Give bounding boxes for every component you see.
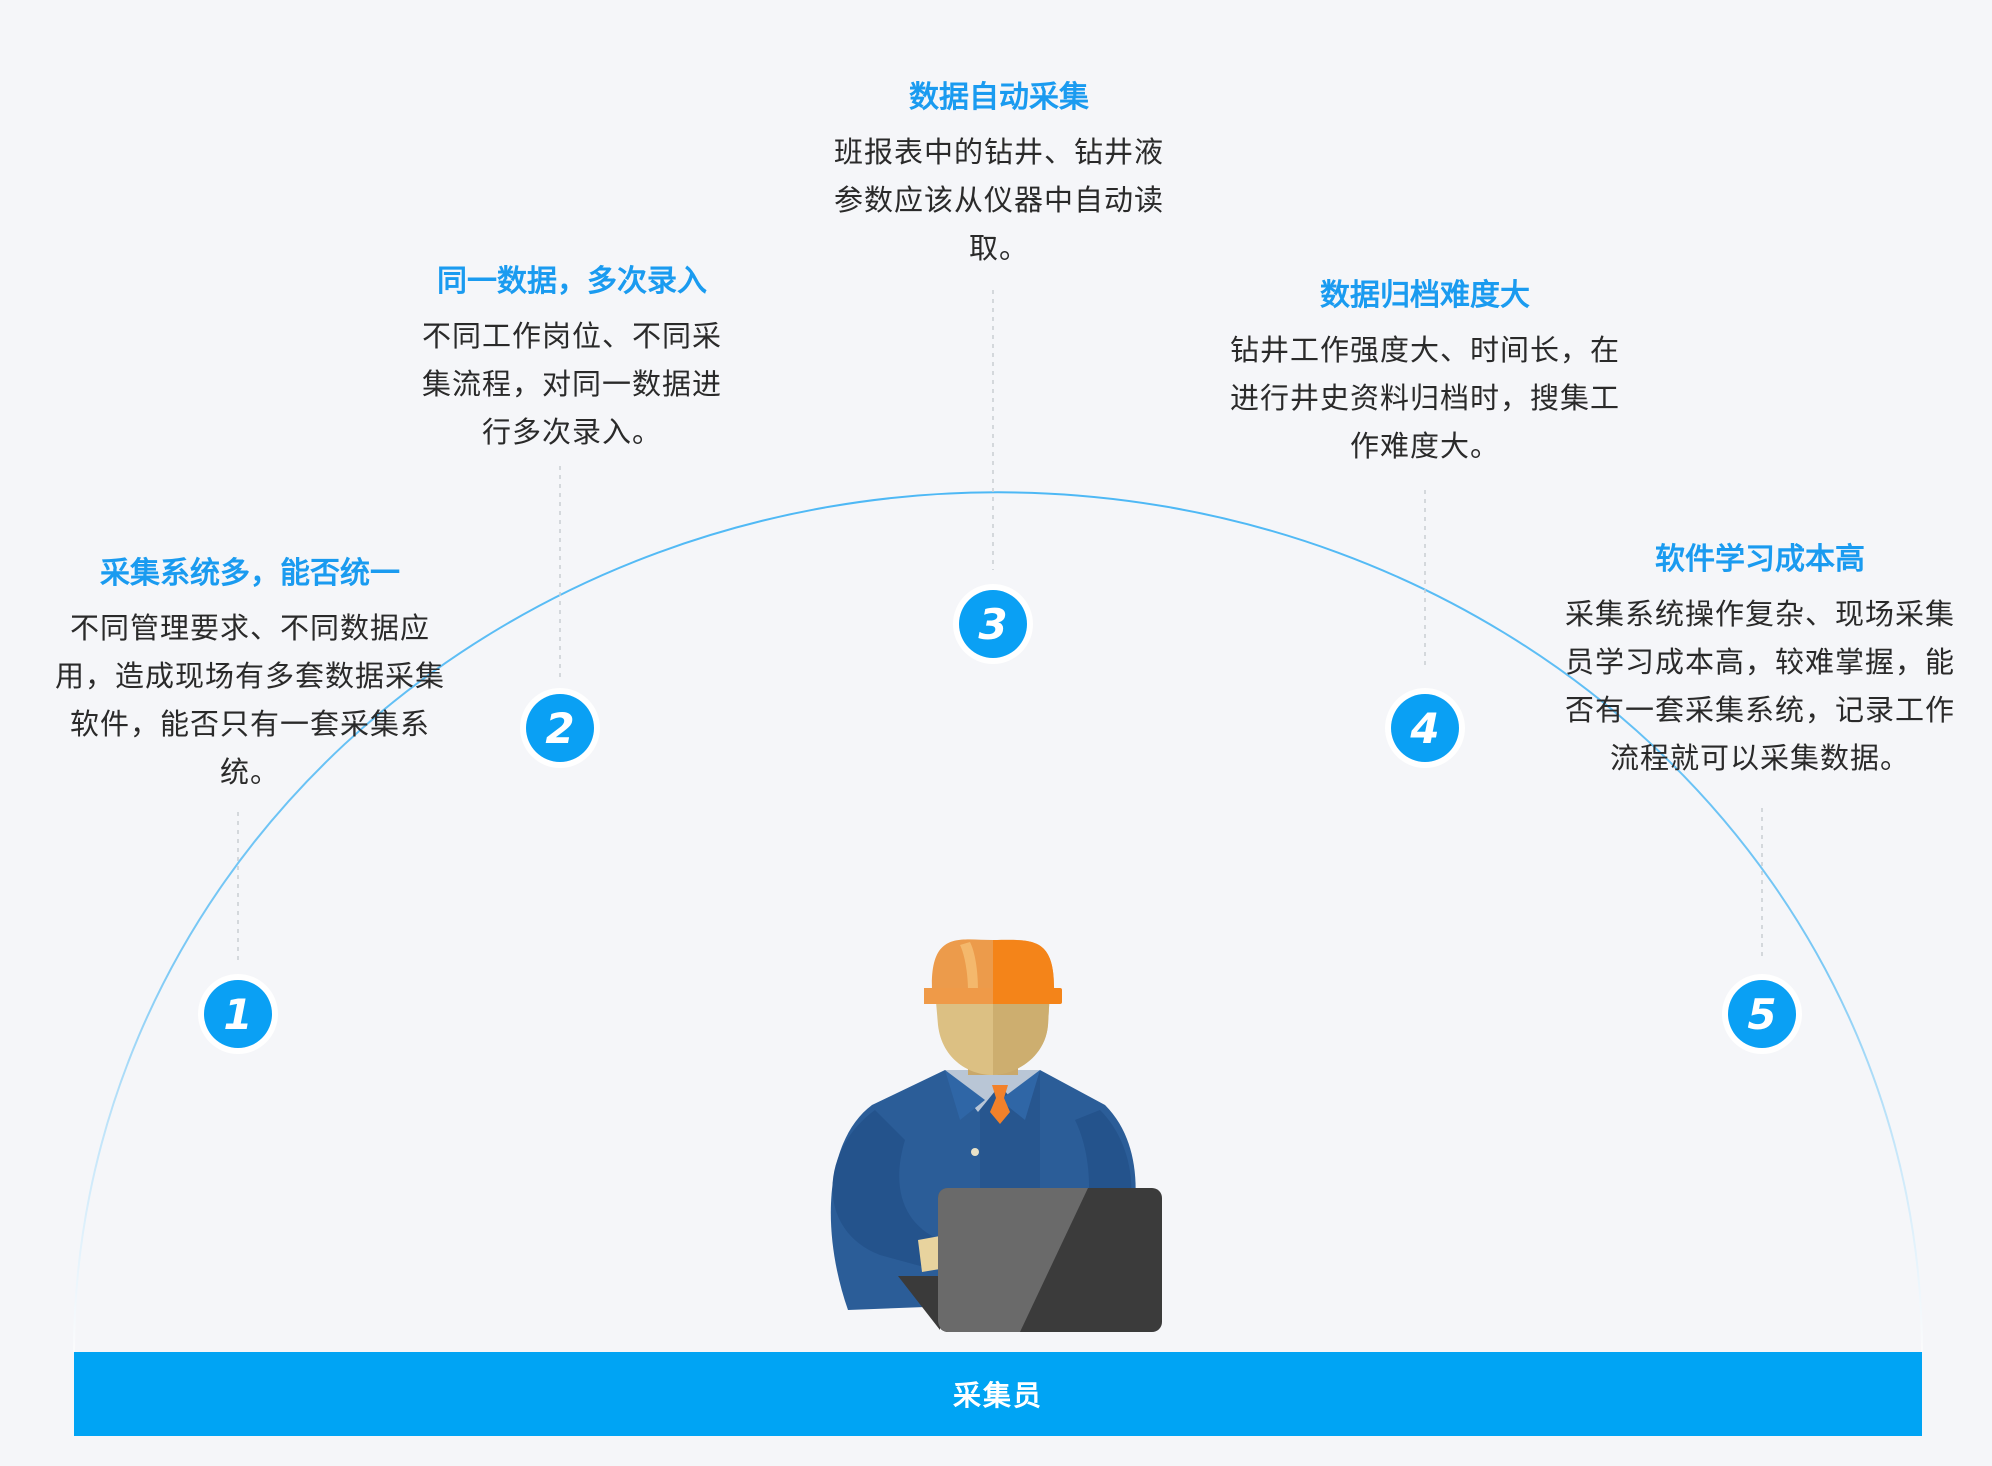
point-desc: 不同工作岗位、不同采集流程，对同一数据进行多次录入。 — [421, 319, 722, 449]
point-desc: 班报表中的钻井、钻井液参数应该从仪器中自动读取。 — [834, 135, 1165, 265]
footer-bar: 采集员 — [74, 1352, 1922, 1436]
step-marker-circle — [526, 694, 594, 762]
point-block-2: 同一数据，多次录入 不同工作岗位、不同采集流程，对同一数据进行多次录入。 — [412, 262, 732, 456]
point-desc: 不同管理要求、不同数据应用，造成现场有多套数据采集软件，能否只有一套采集系统。 — [54, 611, 445, 789]
step-marker-1: 1 — [198, 974, 278, 1054]
point-title: 采集系统多，能否统一 — [100, 556, 400, 591]
step-number: 3 — [978, 600, 1007, 649]
point-block-5: 软件学习成本高 采集系统操作复杂、现场采集员学习成本高，较难掌握，能否有一套采集… — [1560, 540, 1960, 782]
point-desc: 钻井工作强度大、时间长，在进行井史资料归档时，搜集工作难度大。 — [1229, 333, 1620, 463]
point-title: 同一数据，多次录入 — [437, 264, 707, 299]
point-desc: 采集系统操作复杂、现场采集员学习成本高，较难掌握，能否有一套采集系统，记录工作流… — [1564, 597, 1955, 775]
step-number: 4 — [1409, 704, 1439, 753]
step-number: 5 — [1747, 990, 1776, 1039]
point-title: 数据归档难度大 — [1320, 278, 1530, 313]
step-marker-4: 4 — [1385, 688, 1465, 768]
step-marker-2: 2 — [520, 688, 600, 768]
step-marker-circle — [1391, 694, 1459, 762]
worker-with-laptop-icon — [830, 939, 1162, 1332]
step-marker-circle — [204, 980, 272, 1048]
step-marker-circle — [959, 590, 1027, 658]
step-marker-5: 5 — [1722, 974, 1802, 1054]
arc-line — [73, 491, 1923, 1353]
point-block-4: 数据归档难度大 钻井工作强度大、时间长，在进行井史资料归档时，搜集工作难度大。 — [1220, 276, 1630, 470]
point-title: 数据自动采集 — [909, 80, 1089, 115]
step-marker-circle — [1728, 980, 1796, 1048]
point-block-3: 数据自动采集 班报表中的钻井、钻井液参数应该从仪器中自动读取。 — [834, 78, 1164, 272]
point-title: 软件学习成本高 — [1655, 542, 1865, 577]
footer-label: 采集员 — [952, 1379, 1043, 1412]
step-marker-3: 3 — [953, 584, 1033, 664]
step-number: 2 — [545, 704, 574, 753]
point-block-1: 采集系统多，能否统一 不同管理要求、不同数据应用，造成现场有多套数据采集软件，能… — [50, 554, 450, 796]
step-number: 1 — [223, 990, 252, 1039]
